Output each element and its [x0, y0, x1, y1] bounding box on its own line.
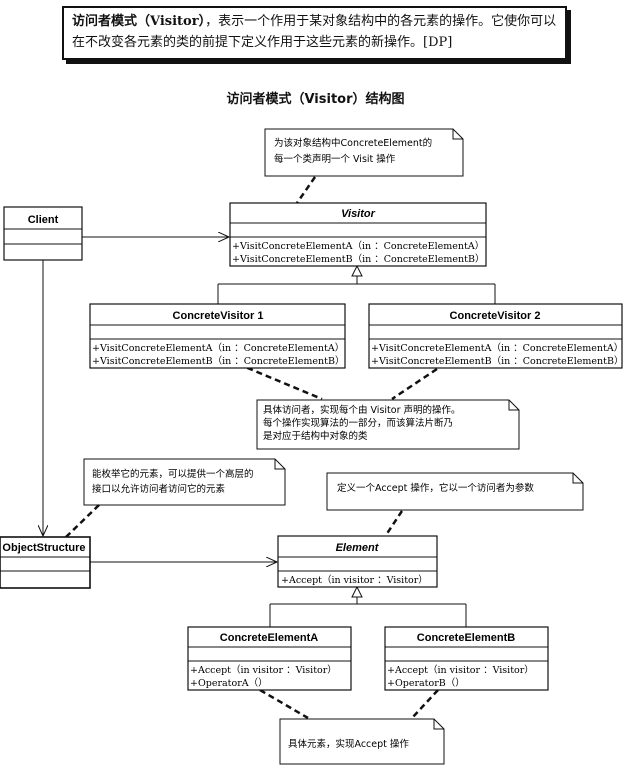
object-structure-note-line-2: 接口以允许访问者访问它的元素	[92, 483, 226, 495]
class-concrete-element-a: ConcreteElementA +Accept（in visitor ：Vis…	[187, 626, 352, 691]
inheritance-visitor	[217, 276, 496, 304]
concrete-element-note-anchor-a	[259, 688, 309, 720]
visitor-op-1: +VisitConcreteElementA（in ：ConcreteEleme…	[232, 240, 484, 252]
concrete-visitor-1-op-1: +VisitConcreteElementA（in ：ConcreteEleme…	[92, 342, 344, 354]
concrete-element-b-op-2: +OperatorB（）	[387, 677, 465, 689]
object-structure-note-anchor	[64, 504, 100, 539]
concrete-visitor-note-line-2: 每个操作实现算法的一部分，而该算法片断乃	[263, 417, 453, 429]
concrete-visitor-2-name: ConcreteVisitor 2	[450, 310, 541, 322]
concrete-visitor-note-line-3: 是对应于结构中对象的类	[263, 430, 368, 442]
visitor-generalization-triangle	[351, 264, 363, 277]
definition-term: 访问者模式（Visitor）	[72, 14, 206, 29]
element-generalization-triangle	[351, 585, 363, 598]
class-object-structure: ObjectStructure	[0, 536, 91, 589]
concrete-element-b-name: ConcreteElementB	[417, 632, 515, 644]
visitor-name: Visitor	[341, 208, 376, 220]
concrete-element-a-op-1: +Accept（in visitor ：Visitor）	[190, 664, 337, 676]
class-concrete-visitor-2: ConcreteVisitor 2 +VisitConcreteElementA…	[368, 303, 623, 369]
concrete-element-b-op-1: +Accept（in visitor ：Visitor）	[387, 664, 534, 676]
visitor-note-line-1: 为该对象结构中ConcreteElement的	[274, 137, 432, 149]
class-concrete-visitor-1: ConcreteVisitor 1 +VisitConcreteElementA…	[89, 303, 346, 369]
definition-text: ，表示一个作用于某对象结构中的各元素的操作。它使你可以在不改变各元素的类的前提下…	[72, 14, 557, 50]
concrete-visitor-1-op-2: +VisitConcreteElementB（in ：ConcreteEleme…	[92, 355, 344, 367]
concrete-element-note: 具体元素，实现Accept 操作	[279, 718, 445, 765]
concrete-element-a-name: ConcreteElementA	[220, 632, 318, 644]
concrete-visitor-1-name: ConcreteVisitor 1	[173, 310, 264, 322]
class-concrete-element-b: ConcreteElementB +Accept（in visitor ：Vis…	[384, 626, 549, 691]
concrete-visitor-note-anchor-1	[237, 362, 323, 401]
definition-box: 访问者模式（Visitor），表示一个作用于某对象结构中的各元素的操作。它使你可…	[62, 6, 567, 60]
object-structure-note-line-1: 能枚举它的元素，可以提供一个高层的	[92, 468, 254, 480]
element-op-1: +Accept（in visitor ：Visitor）	[281, 574, 428, 586]
element-note: 定义一个Accept 操作，它以一个访问者为参数	[326, 472, 584, 511]
class-visitor: Visitor +VisitConcreteElementA（in ：Concr…	[229, 202, 487, 267]
concrete-visitor-note: 具体访问者，实现每个由 Visitor 声明的操作。 每个操作实现算法的一部分，…	[256, 399, 520, 450]
concrete-visitor-note-anchor-2	[391, 367, 438, 401]
concrete-element-note-anchor-b	[411, 689, 439, 719]
element-name: Element	[336, 542, 380, 554]
element-note-line-1: 定义一个Accept 操作，它以一个访问者为参数	[337, 482, 534, 494]
note-anchors	[64, 176, 439, 720]
visitor-note: 为该对象结构中ConcreteElement的 每一个类声明一个 Visit 操…	[264, 128, 464, 177]
concrete-visitor-2-op-2: +VisitConcreteElementB（in ：ConcreteEleme…	[371, 355, 623, 367]
associations	[43, 237, 277, 562]
client-name: Client	[28, 214, 59, 226]
concrete-visitor-2-op-1: +VisitConcreteElementA（in ：ConcreteEleme…	[371, 342, 623, 354]
diagram-title: 访问者模式（Visitor）结构图	[226, 92, 405, 107]
concrete-visitor-note-line-1: 具体访问者，实现每个由 Visitor 声明的操作。	[263, 404, 461, 416]
concrete-element-a-op-2: +OperatorA（）	[190, 677, 268, 689]
object-structure-name: ObjectStructure	[2, 542, 85, 554]
concrete-element-note-line-1: 具体元素，实现Accept 操作	[288, 738, 409, 750]
class-element: Element +Accept（in visitor ：Visitor）	[277, 535, 438, 588]
visitor-op-2: +VisitConcreteElementB（in ：ConcreteEleme…	[232, 253, 484, 265]
inheritance-element	[269, 597, 467, 627]
visitor-note-line-2: 每一个类声明一个 Visit 操作	[274, 153, 396, 165]
object-structure-note: 能枚举它的元素，可以提供一个高层的 接口以允许访问者访问它的元素	[83, 458, 286, 506]
element-note-anchor	[384, 510, 404, 536]
class-client: Client	[3, 206, 83, 261]
visitor-note-anchor	[295, 176, 317, 204]
